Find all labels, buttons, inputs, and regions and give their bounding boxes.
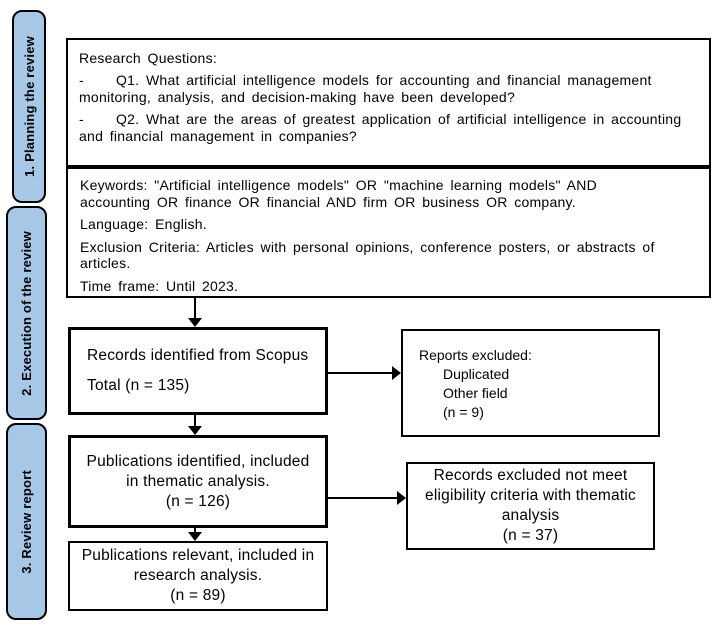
thematic-analysis-box: Publications identified, included in the… <box>68 435 328 528</box>
sidebar-tab-review-report: 3. Review report <box>6 423 47 620</box>
records-identified-box: Records identified from Scopus Total (n … <box>68 327 328 415</box>
arrow-line <box>327 372 393 374</box>
research-questions-title: Research Questions: <box>79 50 217 66</box>
research-question-q2-text: Q2. What are the areas of greatest appli… <box>79 111 682 144</box>
arrow-down-head-icon <box>188 532 202 541</box>
records-excluded-line1: Records excluded not meet <box>433 467 628 484</box>
sidebar-tab-planning: 1. Planning the review <box>12 10 46 203</box>
relevant-publications-line1: Publications relevant, included in <box>81 547 315 564</box>
research-question-q2: -Q2. What are the areas of greatest appl… <box>79 111 700 145</box>
relevant-publications-count: (n = 89) <box>170 587 226 604</box>
question-marker: - <box>79 111 84 127</box>
thematic-analysis-line1: Publications identified, included <box>86 452 310 470</box>
criteria-exclusion: Exclusion Criteria: Articles with person… <box>80 238 655 272</box>
relevant-publications-box: Publications relevant, included in resea… <box>68 541 328 611</box>
reports-excluded-reason-other-field: Other field <box>443 385 508 401</box>
arrow-down-head-icon <box>188 318 202 327</box>
sidebar-tab-execution-label: 2. Execution of the review <box>19 230 34 396</box>
arrow-down-head-icon <box>188 426 202 435</box>
arrow-right-head-icon <box>392 366 401 380</box>
records-excluded-box: Records excluded not meet eligibility cr… <box>406 462 655 550</box>
thematic-analysis-line2: in thematic analysis. <box>126 472 270 490</box>
reports-excluded-count: (n = 9) <box>443 404 484 420</box>
criteria-language: Language: English. <box>80 216 207 232</box>
records-excluded-count: (n = 37) <box>502 527 559 544</box>
research-question-q1-text: Q1. What artificial intelligence models … <box>79 72 652 105</box>
reports-excluded-title: Reports excluded: <box>419 347 532 363</box>
sidebar-tab-planning-label: 1. Planning the review <box>21 36 37 177</box>
search-criteria-box: Keywords: "Artificial intelligence model… <box>66 167 711 298</box>
reports-excluded-reason-duplicated: Duplicated <box>443 366 510 382</box>
records-excluded-line2: eligibility criteria with thematic <box>425 487 636 504</box>
sidebar-tab-execution: 2. Execution of the review <box>6 206 47 420</box>
arrow-line <box>194 414 196 427</box>
arrow-right-head-icon <box>397 491 406 505</box>
research-questions-box: Research Questions: -Q1. What artificial… <box>66 38 711 167</box>
records-identified-count: Total (n = 135) <box>87 377 190 394</box>
relevant-publications-line2: research analysis. <box>133 567 263 584</box>
reports-excluded-box: Reports excluded: Duplicated Other field… <box>401 329 660 437</box>
sidebar-tab-review-report-label: 3. Review report <box>19 469 34 574</box>
criteria-keywords: Keywords: "Artificial intelligence model… <box>80 177 597 210</box>
thematic-analysis-count: (n = 126) <box>165 492 231 510</box>
arrow-line <box>194 527 196 533</box>
research-question-q1: -Q1. What artificial intelligence models… <box>79 72 700 106</box>
criteria-timeframe: Time frame: Until 2023. <box>80 277 239 294</box>
arrow-line <box>327 497 398 499</box>
records-excluded-line3: analysis <box>501 507 560 524</box>
arrow-line <box>194 297 196 319</box>
question-marker: - <box>79 72 84 88</box>
records-identified-line1: Records identified from Scopus <box>87 347 309 364</box>
